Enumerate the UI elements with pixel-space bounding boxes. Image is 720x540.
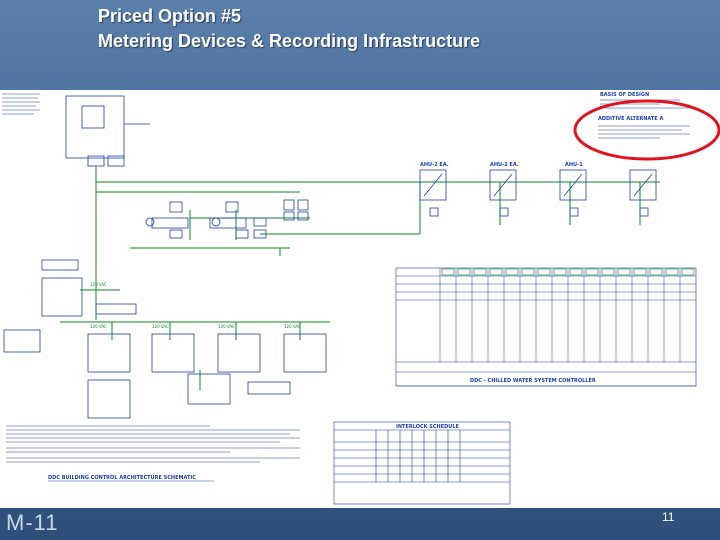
highlight-ellipse <box>573 99 720 161</box>
ahu-units <box>419 169 657 217</box>
voltage-label-2: 120 VAC <box>152 324 169 329</box>
controller-title: DDC - CHILLED WATER SYSTEM CONTROLLER <box>470 378 596 384</box>
schematic-title: DDC BUILDING CONTROL ARCHITECTURE SCHEMA… <box>48 475 196 481</box>
unit-label-2: AHU-2 EA. <box>490 162 519 168</box>
green-bus-lines <box>60 166 660 390</box>
left-notes <box>2 93 40 115</box>
general-notes <box>6 425 300 463</box>
additive-notes <box>598 125 690 139</box>
slide-title-line-1: Priced Option #5 <box>98 6 242 26</box>
voltage-label-3: 120 VAC <box>218 324 235 329</box>
voltage-label-4: 120 VAC <box>284 324 301 329</box>
controller-boxes <box>3 259 327 419</box>
additive-alternate-label: ADDITIVE ALTERNATE A <box>598 116 663 122</box>
io-table-header-cells <box>441 268 695 276</box>
basis-of-design-label: BASIS OF DESIGN <box>600 92 649 98</box>
slide-title: Priced Option #5 Metering Devices & Reco… <box>98 4 480 54</box>
io-point-table <box>395 267 697 387</box>
voltage-label-1: 120 VAC <box>90 324 107 329</box>
slide-title-line-2: Metering Devices & Recording Infrastruct… <box>98 31 481 51</box>
page-number: 11 <box>662 510 675 524</box>
interlock-schedule-table <box>333 421 511 505</box>
io-table-columns <box>439 268 681 362</box>
interlock-title: INTERLOCK SCHEDULE <box>396 424 460 430</box>
engineering-drawing: AHU-2 EA. AHU-2 EA. AHU-1 <box>0 90 720 508</box>
drawing-left-strip <box>0 90 44 508</box>
pump-group <box>145 199 309 239</box>
slide-code: M-11 <box>6 510 59 535</box>
unit-label-3: AHU-1 <box>565 162 583 168</box>
top-panel <box>65 95 125 167</box>
unit-label-1: AHU-2 EA. <box>420 162 449 168</box>
schematic-svg: AHU-2 EA. AHU-2 EA. AHU-1 <box>0 90 720 508</box>
voltage-label-5: 120 VAC <box>90 282 107 287</box>
